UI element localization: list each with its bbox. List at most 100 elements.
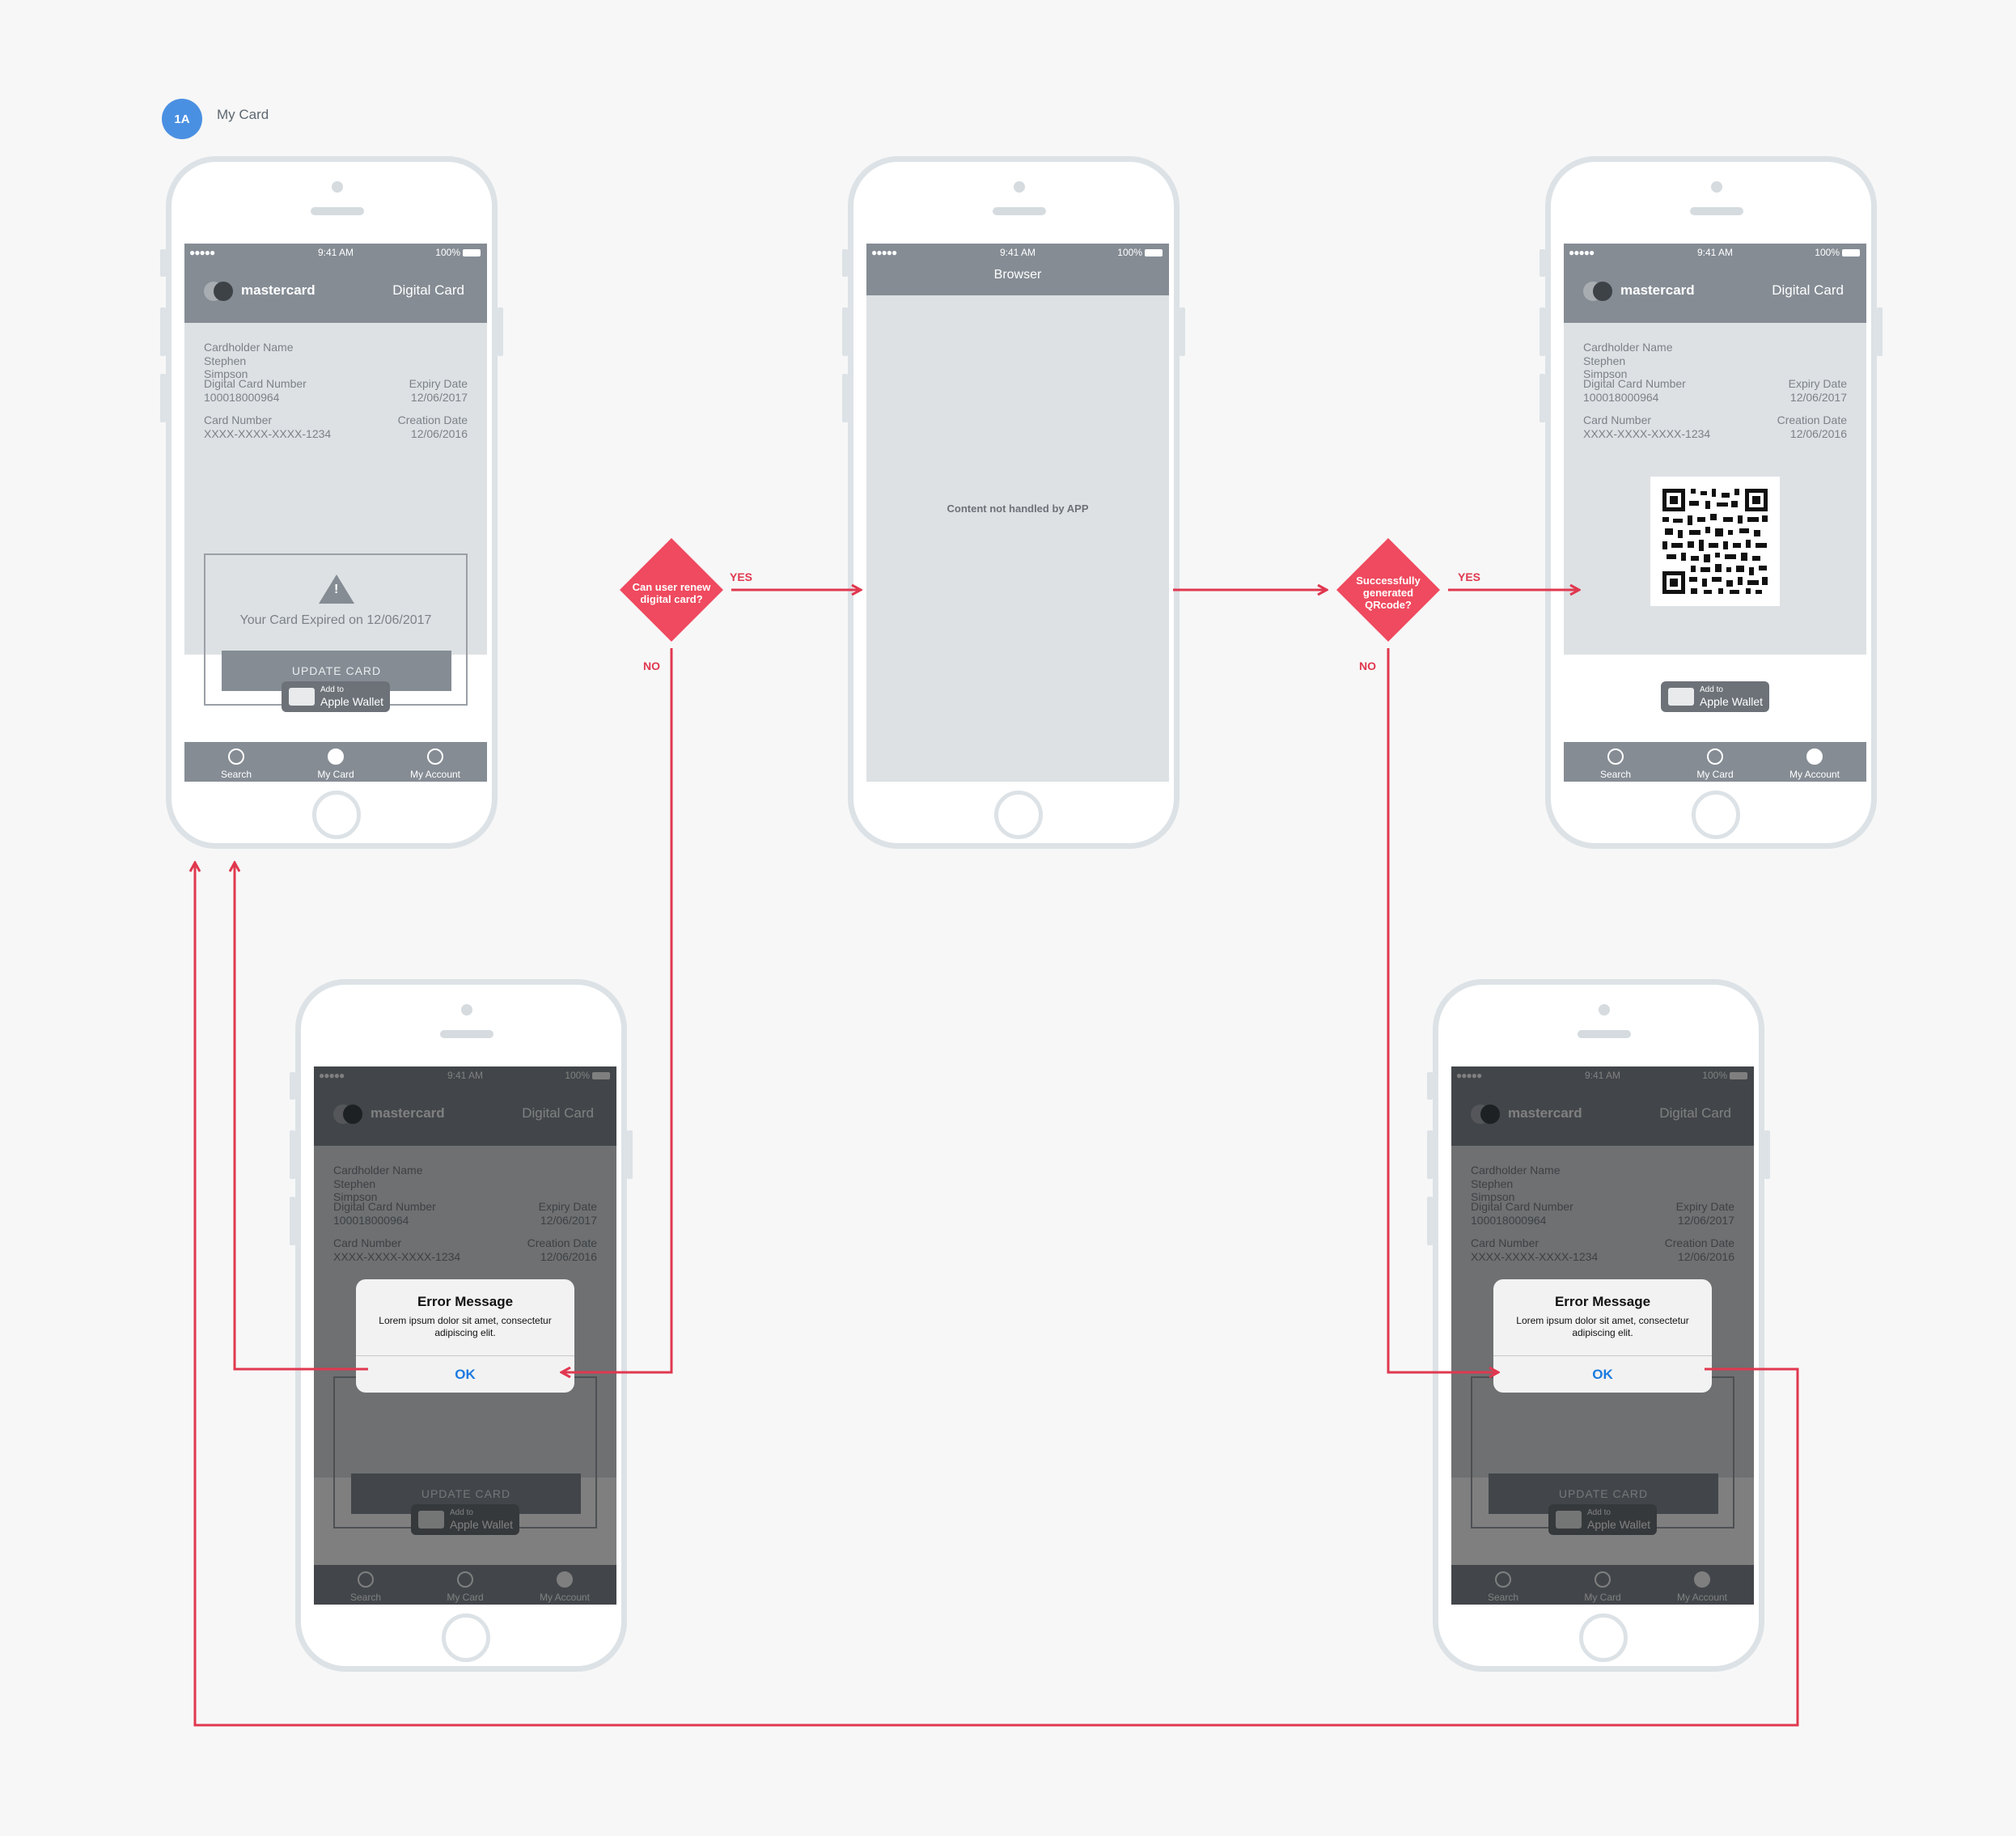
speaker [1690,207,1743,215]
screen: ●●●●● 9:41 AM 100% mastercard Digital Ca… [184,244,487,782]
no-label-renew: NO [643,659,660,672]
alert-title: Error Message [417,1294,514,1309]
phone-error-renew: ●●●●● 9:41 AM 100% mastercard Digital Ca… [290,979,633,1672]
home-button[interactable] [1579,1613,1628,1662]
tab-my-account[interactable]: My Account [387,742,484,782]
screen: ●●●●● 9:41 AM 100% mastercard Digital Ca… [1451,1066,1754,1605]
alert-message: Lorem ipsum dolor sit amet, consectetur … [379,1315,552,1338]
card-details: Cardholder Name Stephen Simpson Digital … [184,323,487,706]
digital-number-label: Digital Card Number [204,377,307,390]
tab-search[interactable]: Search [1567,742,1664,782]
decision-renew-label: Can user renew digital card? [632,581,711,605]
card-header: ●●●●● 9:41 AM 100% mastercard Digital Ca… [184,244,487,323]
wallet-small-label: Add to [1700,685,1723,694]
yes-label-renew: YES [730,570,753,583]
home-button[interactable] [1692,791,1740,839]
no-arrow-to-error-qr [1387,648,1498,1372]
add-to-apple-wallet-button[interactable]: Add to Apple Wallet [1661,681,1769,712]
expiry-value: 12/06/2017 [410,391,468,404]
speaker [993,207,1046,215]
tab-my-account[interactable]: My Account [1766,742,1863,782]
camera-dot [1711,181,1722,193]
mastercard-logo-icon [1583,282,1612,301]
no-label-qr: NO [1359,659,1376,672]
brand-name: mastercard [241,282,316,298]
alert-message: Lorem ipsum dolor sit amet, consectetur … [1516,1315,1689,1338]
expiry-value: 12/06/2017 [1789,391,1847,404]
alert-ok-button[interactable]: OK [1592,1367,1613,1382]
expiry-label: Expiry Date [1788,377,1847,390]
tab-bar: Search My Card My Account [184,742,487,782]
digital-number-value: 100018000964 [1583,391,1659,404]
ok-arrow-loop-to-mycard [195,863,1799,1727]
creation-value: 12/06/2016 [410,427,468,440]
home-button[interactable] [994,791,1043,839]
tab-my-card[interactable]: My Card [1667,742,1764,782]
speaker [1578,1030,1631,1038]
screen-title: Digital Card [392,282,464,298]
decision-renew-diamond [620,538,723,642]
status-bar: ●●●●● 9:41 AM 100% [1564,244,1866,261]
holder-label: Cardholder Name [204,341,294,354]
step-badge: 1A [162,99,202,139]
tab-bar: Search My Card My Account [1564,742,1866,782]
camera-dot [332,181,343,193]
decision-qr-diamond [1336,538,1440,642]
browser-header: ●●●●● 9:41 AM 100% Browser [866,244,1169,295]
phone-mycard-expired: ●●●●● 9:41 AM 100% mastercard Digital Ca… [160,156,503,849]
holder-label: Cardholder Name [1583,341,1673,354]
battery-icon: 100% [435,247,481,258]
browser-title: Browser [993,268,1042,282]
status-time: 9:41 AM [999,247,1036,258]
speaker [311,207,364,215]
speaker [440,1030,493,1038]
card-number-value: XXXX-XXXX-XXXX-1234 [204,427,332,440]
creation-value: 12/06/2016 [1789,427,1847,440]
card-number-label: Card Number [204,413,273,426]
screen: ●●●●● 9:41 AM 100% Browser Content not h… [866,244,1169,782]
ok-arrow-back-to-mycard [235,863,368,1371]
wallet-big-label: Apple Wallet [320,695,384,708]
signal-icon: ●●●●● [189,247,215,258]
no-arrow-to-error-renew [561,648,673,1372]
browser-content: Content not handled by APP [866,295,1169,782]
card-number-label: Card Number [1583,413,1652,426]
creation-label: Creation Date [1777,413,1847,426]
decision-qr-label: Successfully generated QRcode? [1356,575,1421,611]
card-details: Cardholder Name Stephen Simpson Digital … [1564,323,1866,655]
wallet-icon [1668,688,1694,706]
card-header: ●●●●● 9:41 AM 100% mastercard Digital Ca… [1564,244,1866,323]
mastercard-logo-icon [204,282,233,301]
creation-label: Creation Date [397,413,468,426]
camera-dot [461,1004,472,1016]
yes-label-qr: YES [1458,570,1481,583]
status-time: 9:41 AM [317,247,354,258]
qr-code-icon [1650,477,1780,606]
wallet-icon [289,688,315,706]
status-time: 9:41 AM [1696,247,1734,258]
tab-my-card[interactable]: My Card [287,742,384,782]
digital-number-value: 100018000964 [204,391,280,404]
digital-number-label: Digital Card Number [1583,377,1686,390]
signal-icon: ●●●●● [1569,247,1595,258]
flow-title: My Card [217,107,269,122]
phone-error-qrcode: ●●●●● 9:41 AM 100% mastercard Digital Ca… [1427,979,1770,1672]
holder-value: Stephen Simpson [1583,354,1628,380]
error-alert: Error Message Lorem ipsum dolor sit amet… [356,1279,574,1393]
home-button[interactable] [442,1613,490,1662]
alert-ok-button[interactable]: OK [455,1367,476,1382]
brand-name: mastercard [1620,282,1695,298]
tab-search[interactable]: Search [188,742,285,782]
screen: ●●●●● 9:41 AM 100% mastercard Digital Ca… [1564,244,1866,782]
holder-value: Stephen Simpson [204,354,248,380]
battery-icon: 100% [1815,247,1860,258]
card-number-value: XXXX-XXXX-XXXX-1234 [1583,427,1711,440]
add-to-apple-wallet-button[interactable]: Add to Apple Wallet [282,681,390,712]
home-button[interactable] [312,791,361,839]
signal-icon: ●●●●● [871,247,897,258]
screen-title: Digital Card [1772,282,1844,298]
wallet-small-label: Add to [320,685,344,694]
browser-placeholder-text: Content not handled by APP [947,502,1089,515]
camera-dot [1599,1004,1610,1016]
